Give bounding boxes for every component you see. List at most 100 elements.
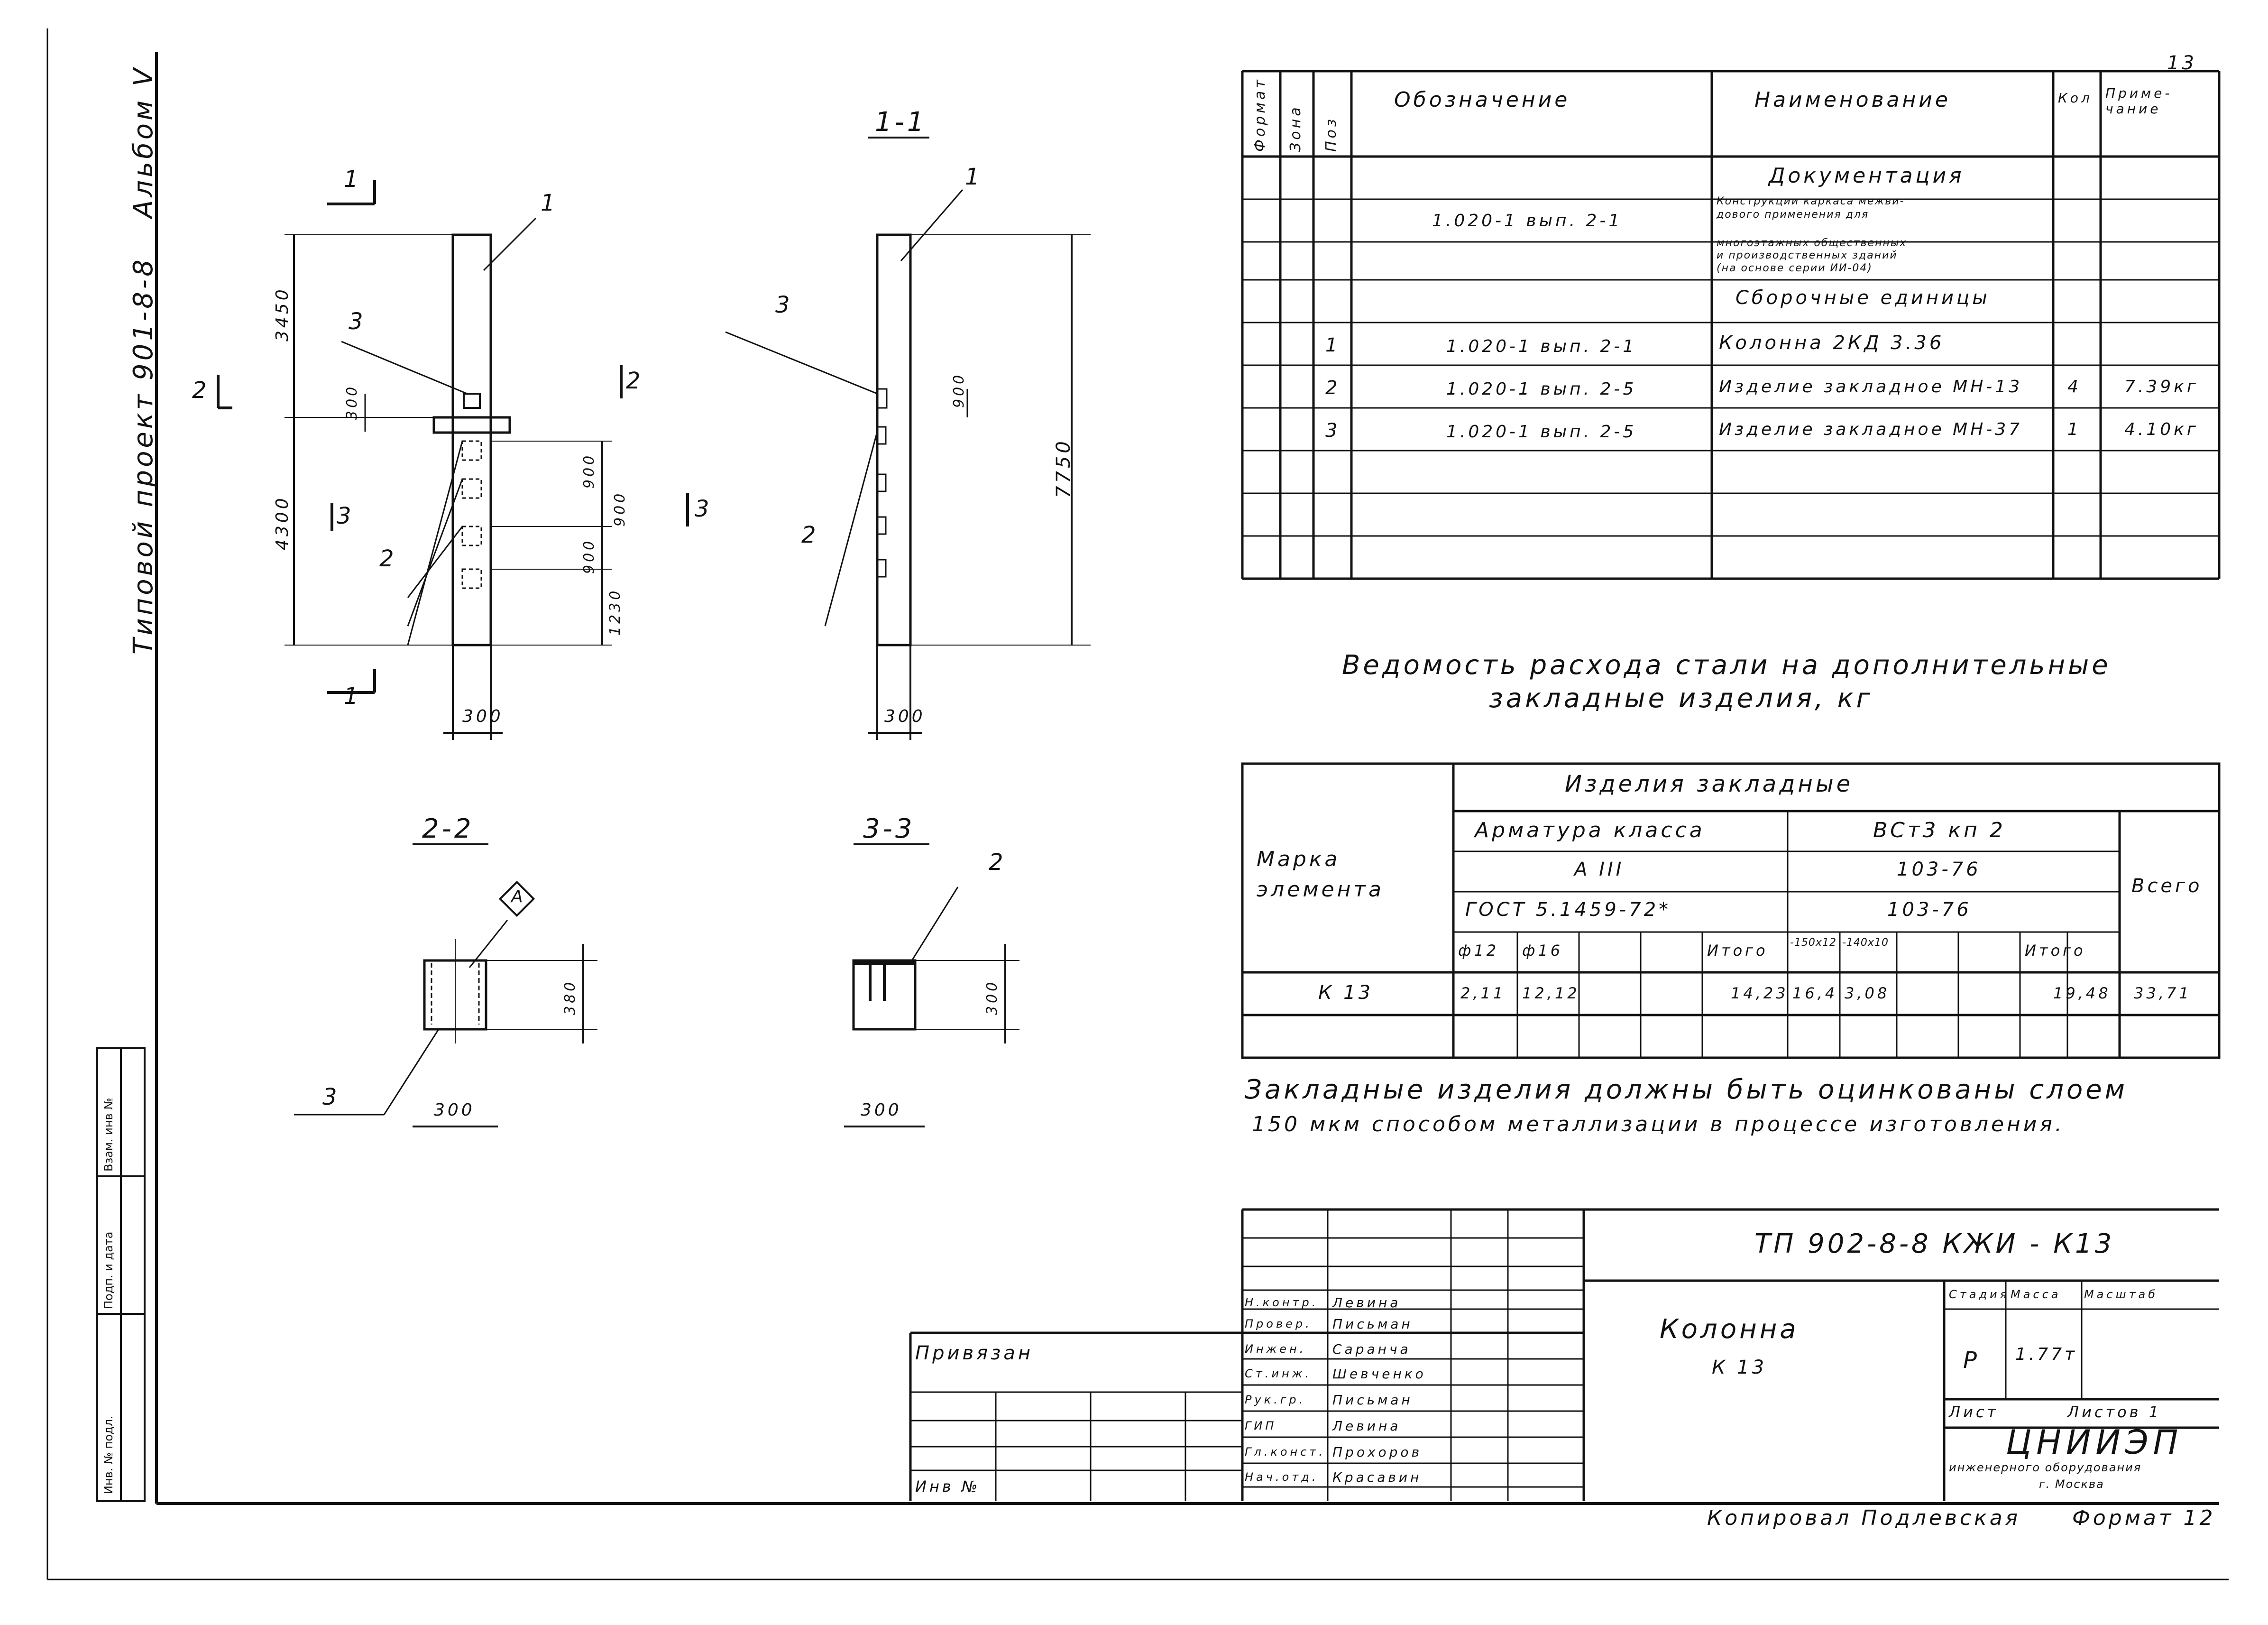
section-marker-3-left: 3 bbox=[337, 503, 354, 529]
stage-header: Стадия bbox=[1949, 1288, 2010, 1301]
spec-header-note: Приме-чание bbox=[2105, 85, 2173, 117]
spec-row-3-qty: 1 bbox=[2067, 420, 2081, 439]
steel-row-plate-140: 3,08 bbox=[1845, 984, 1890, 1002]
org-name: ЦНИИЭП bbox=[2006, 1423, 2183, 1462]
spec-doc-name-line-5: (на основе серии ИИ-04) bbox=[1717, 262, 1873, 274]
spec-section-docs: Документация bbox=[1769, 164, 1965, 188]
steel-row-plate-150: 16,4 bbox=[1792, 984, 1838, 1002]
section-title-1-1: 1-1 bbox=[875, 107, 927, 138]
stamp-cell-2: Подп. и дата bbox=[102, 1231, 115, 1310]
s11-leader-2: 2 bbox=[801, 522, 819, 548]
spec-row-1-name: Колонна 2КД 3.36 bbox=[1719, 332, 1945, 354]
s11-dim-7750: 7750 bbox=[1053, 438, 1074, 498]
role-6: Гл.конст. bbox=[1245, 1445, 1326, 1459]
steel-row-mark: К 13 bbox=[1318, 982, 1374, 1004]
steel-row-total: 33,71 bbox=[2134, 984, 2192, 1002]
s11-dim-300: 300 bbox=[884, 707, 926, 726]
dim-300-bracket: 300 bbox=[344, 384, 360, 420]
steel-rebar-class: Арматура класса bbox=[1475, 818, 1705, 842]
name-4: Письман bbox=[1332, 1392, 1413, 1408]
s11-leader-1: 1 bbox=[965, 164, 982, 190]
s33-dim-300-h: 300 bbox=[861, 1100, 902, 1120]
steel-row-subtotal-1: 14,23 bbox=[1731, 984, 1789, 1002]
steel-items-header: Изделия закладные bbox=[1565, 771, 1854, 797]
section-title-3-3: 3-3 bbox=[863, 813, 915, 844]
role-4: Рук.гр. bbox=[1245, 1393, 1306, 1406]
role-1: Провер. bbox=[1245, 1317, 1312, 1330]
drawing-name-2: К 13 bbox=[1712, 1357, 1767, 1378]
role-2: Инжен. bbox=[1245, 1342, 1306, 1356]
steel-rebar-gost: ГОСТ 5.1459-72* bbox=[1465, 899, 1671, 921]
stage-value: Р bbox=[1963, 1347, 1980, 1374]
name-7: Красавин bbox=[1332, 1469, 1422, 1485]
spec-row-2-qty: 4 bbox=[2067, 377, 2081, 397]
section-marker-2-left: 2 bbox=[192, 377, 210, 404]
attached-label: Привязан bbox=[915, 1342, 1034, 1364]
steel-std-1: 103-76 bbox=[1897, 859, 1981, 880]
note-line-1: Закладные изделия должны быть оцинкованы… bbox=[1245, 1074, 2128, 1105]
dim-900-c: 900 bbox=[581, 538, 597, 574]
spec-header-zone: Зона bbox=[1287, 104, 1304, 152]
steel-total-header: Всего bbox=[2131, 875, 2203, 897]
dim-3450: 3450 bbox=[273, 286, 292, 342]
steel-col-subtotal-1: Итого bbox=[1707, 942, 1768, 960]
section-marker-2-right: 2 bbox=[626, 368, 643, 394]
leader-label-1: 1 bbox=[541, 190, 558, 216]
name-6: Прохоров bbox=[1332, 1444, 1423, 1460]
steel-rebar-grade: А III bbox=[1574, 859, 1625, 880]
steel-row-d16: 12,12 bbox=[1522, 984, 1580, 1002]
spec-section-units: Сборочные единицы bbox=[1735, 287, 1990, 309]
name-1: Письман bbox=[1332, 1316, 1413, 1332]
s33-leader-2: 2 bbox=[989, 849, 1006, 876]
drawing-name-1: Колонна bbox=[1660, 1314, 1799, 1345]
name-3: Шевченко bbox=[1332, 1366, 1426, 1382]
steel-col-subtotal-2: Итого bbox=[2025, 942, 2086, 960]
spec-header-designation: Обозначение bbox=[1394, 88, 1570, 112]
name-5: Левина bbox=[1332, 1418, 1401, 1434]
spec-header-format: Формат bbox=[1252, 77, 1268, 152]
s33-dim-300-v: 300 bbox=[984, 979, 1001, 1015]
name-0: Левина bbox=[1332, 1295, 1401, 1311]
dim-900-a: 900 bbox=[581, 452, 597, 489]
role-3: Ст.инж. bbox=[1245, 1367, 1312, 1380]
s11-dim-900: 900 bbox=[951, 372, 967, 408]
mass-value: 1.77т bbox=[2015, 1345, 2078, 1364]
dim-4300: 4300 bbox=[273, 495, 292, 550]
side-project-title: Типовой проект 901-8-8 bbox=[128, 257, 159, 655]
steel-title-line-2: закладные изделия, кг bbox=[1489, 683, 1873, 714]
name-2: Саранча bbox=[1332, 1341, 1411, 1357]
format-label: Формат 12 bbox=[2072, 1506, 2216, 1530]
spec-doc-name-line-2: дового применения для bbox=[1717, 209, 1869, 221]
steel-mark-header: Марка элемента bbox=[1257, 847, 1384, 902]
section-marker-3-right: 3 bbox=[695, 496, 712, 522]
steel-col-plate-150: -150х12 bbox=[1790, 937, 1836, 949]
section-marker-1-top: 1 bbox=[344, 166, 361, 193]
spec-doc-designation: 1.020-1 вып. 2-1 bbox=[1432, 211, 1623, 231]
s11-leader-3: 3 bbox=[775, 292, 793, 318]
section-marker-1-bottom: 1 bbox=[344, 683, 361, 710]
steel-title-line-1: Ведомость расхода стали на дополнительны… bbox=[1342, 650, 2111, 681]
spec-doc-name-line-3: многоэтажных общественных bbox=[1717, 237, 1907, 249]
steel-row-subtotal-2: 19,48 bbox=[2053, 984, 2111, 1002]
role-5: ГИП bbox=[1245, 1419, 1277, 1432]
scale-header: Масштаб bbox=[2084, 1288, 2158, 1301]
dim-900-b: 900 bbox=[612, 490, 628, 526]
leader-label-2: 2 bbox=[379, 545, 397, 572]
section-title-2-2: 2-2 bbox=[422, 813, 474, 844]
s22-leader-3: 3 bbox=[322, 1084, 340, 1110]
spec-header-name: Наименование bbox=[1754, 88, 1951, 112]
spec-header-pos: Поз bbox=[1323, 116, 1340, 152]
stamp-cell-3: Инв. № подл. bbox=[102, 1415, 115, 1494]
role-7: Нач.отд. bbox=[1245, 1470, 1319, 1484]
spec-row-2-designation: 1.020-1 вып. 2-5 bbox=[1446, 379, 1637, 399]
spec-row-1-designation: 1.020-1 вып. 2-1 bbox=[1446, 337, 1637, 356]
mass-header: Масса bbox=[2011, 1288, 2061, 1301]
note-line-2: 150 мкм способом металлизации в процессе… bbox=[1252, 1112, 2065, 1136]
s22-dim-380: 380 bbox=[562, 979, 578, 1015]
steel-col-d12: ф12 bbox=[1458, 942, 1499, 960]
spec-row-1-pos: 1 bbox=[1325, 334, 1341, 356]
inv-label: Инв № bbox=[915, 1477, 981, 1496]
dim-300-width: 300 bbox=[462, 707, 504, 726]
spec-row-3-pos: 3 bbox=[1325, 420, 1341, 442]
